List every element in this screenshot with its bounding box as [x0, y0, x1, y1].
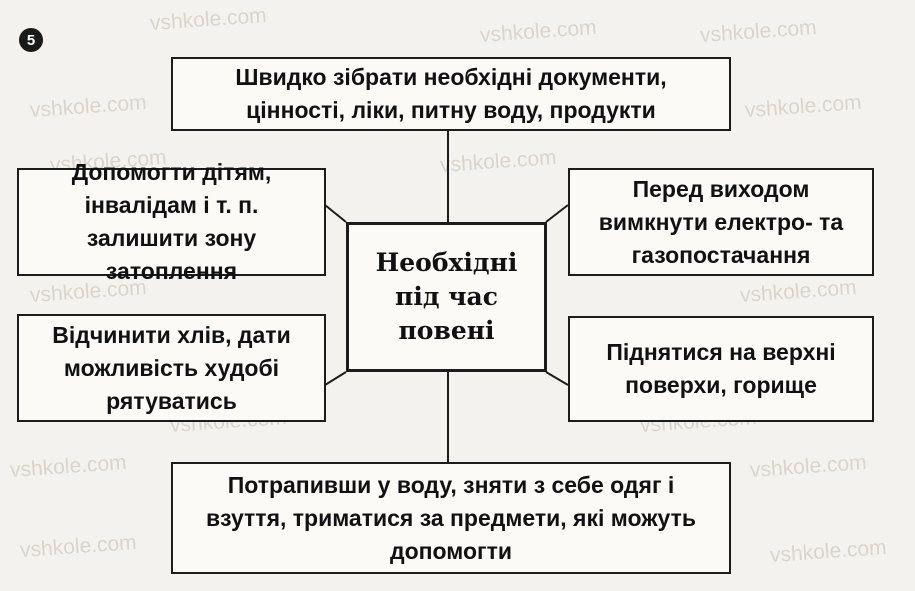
box-right-lower: Піднятися на верхні поверхи, горище: [568, 316, 874, 422]
box-center: Необхідні під час повені: [346, 222, 547, 372]
connector-right-lower: [545, 371, 569, 386]
box-left-lower: Відчинити хлів, дати можливість худобі р…: [17, 314, 326, 422]
box-bottom: Потрапивши у воду, зняти з себе одяг і в…: [171, 462, 731, 574]
box-left-upper: Допомогти дітям, інвалідам і т. п. залиш…: [17, 159, 326, 284]
connector-right-upper: [545, 204, 569, 223]
box-right-upper: Перед виходом вимкнути електро- та газоп…: [568, 168, 874, 276]
box-top: Швидко зібрати необхідні документи, цінн…: [171, 57, 731, 131]
connector-left-upper: [324, 204, 347, 223]
task-number-badge: 5: [19, 28, 43, 52]
connector-left-lower: [324, 371, 347, 386]
